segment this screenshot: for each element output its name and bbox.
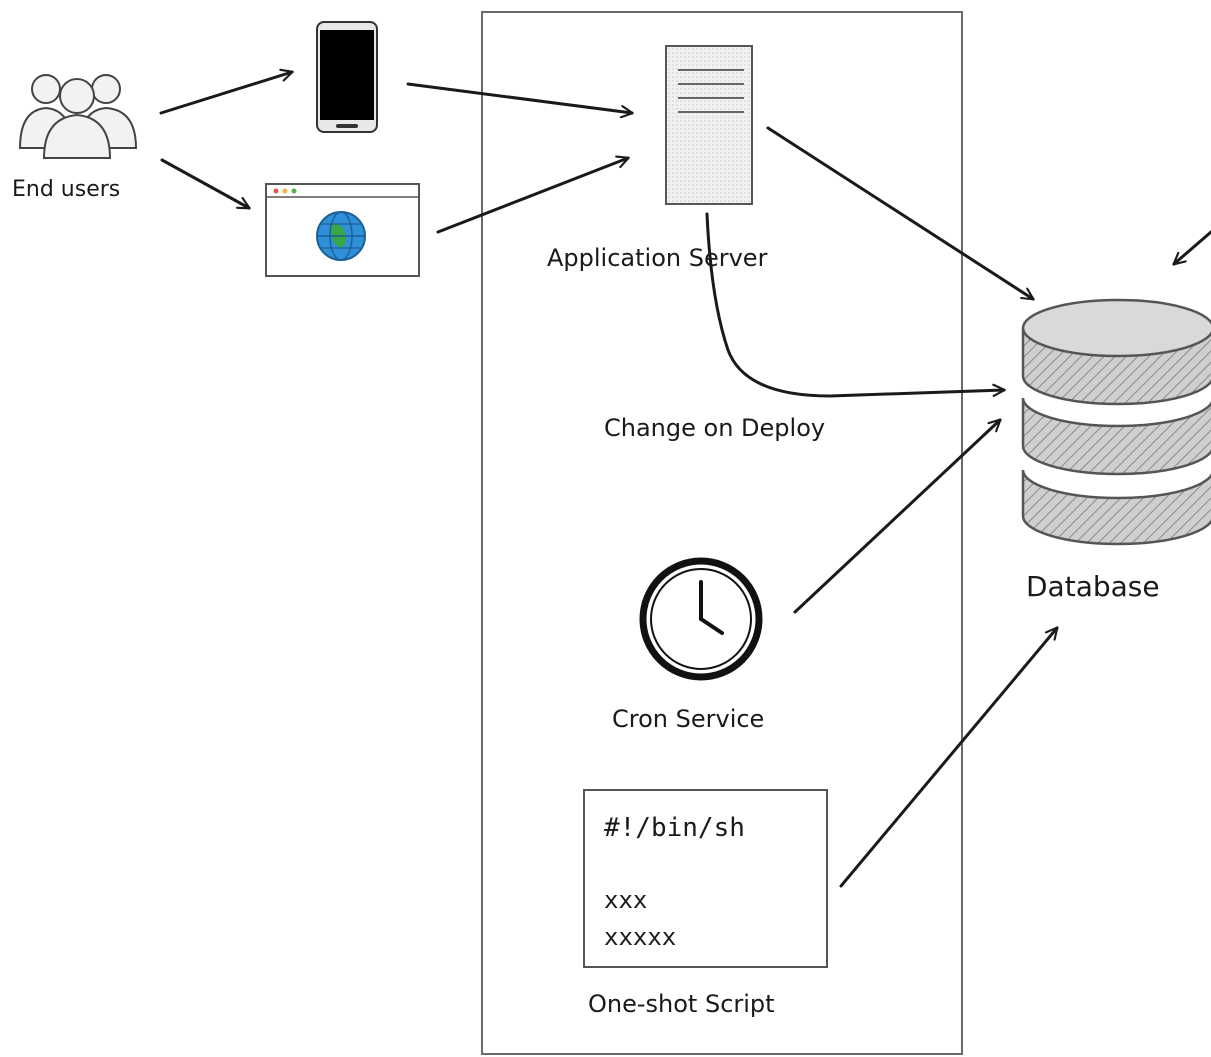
application-server-label: Application Server: [547, 244, 768, 272]
arrow-browser-to-server: [436, 155, 630, 234]
database-label: Database: [1026, 570, 1160, 603]
arrow-users-to-browser: [160, 158, 251, 210]
end-users-label: End users: [12, 177, 120, 202]
server-icon: [665, 45, 753, 205]
arrow-external-to-database: [1172, 230, 1211, 266]
application-boundary: [481, 11, 963, 1055]
change-on-deploy-label: Change on Deploy: [604, 414, 825, 442]
arrow-users-to-phone: [159, 68, 294, 115]
arrow-server-to-database: [766, 126, 1035, 301]
arrow-phone-to-server: [406, 82, 634, 119]
clock-icon: [639, 557, 763, 681]
database-icon: [1021, 298, 1211, 546]
arrow-deploy-to-database: [705, 212, 1006, 398]
arrow-script-to-database: [839, 626, 1059, 888]
arrow-cron-to-database: [793, 418, 1002, 614]
script-line-3: xxxxx: [604, 923, 676, 951]
globe-icon: [316, 211, 366, 261]
script-line-2: xxx: [604, 886, 647, 914]
connector-arrows: [159, 68, 1211, 888]
cron-service-label: Cron Service: [612, 705, 764, 733]
users-group-icon: [18, 74, 138, 159]
script-box: [583, 789, 828, 968]
script-line-1: #!/bin/sh: [604, 813, 745, 843]
smartphone-icon: [316, 21, 378, 133]
one-shot-script-label: One-shot Script: [588, 990, 775, 1018]
